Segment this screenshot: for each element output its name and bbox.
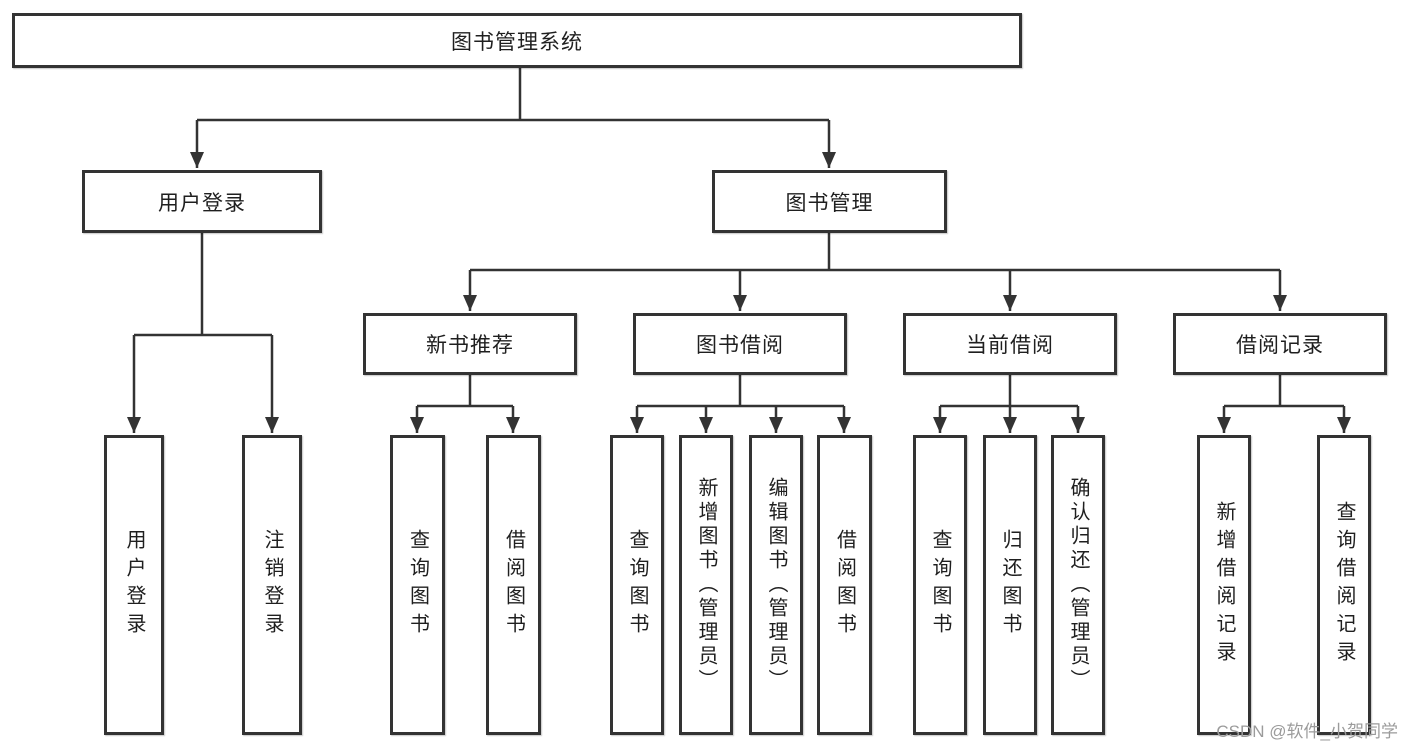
node-root-library-system: 图书管理系统 xyxy=(12,13,1022,68)
node-borrow-record: 借阅记录 xyxy=(1173,313,1387,375)
node-book-management: 图书管理 xyxy=(712,170,947,233)
leaf-add-books-admin: 新增图书（管理员） xyxy=(679,435,733,735)
leaf-borrow-books-recommend: 借阅图书 xyxy=(486,435,541,735)
leaf-user-login: 用户登录 xyxy=(104,435,164,735)
leaf-confirm-return-admin: 确认归还（管理员） xyxy=(1051,435,1105,735)
node-book-borrow: 图书借阅 xyxy=(633,313,847,375)
leaf-return-books: 归还图书 xyxy=(983,435,1037,735)
node-user-login: 用户登录 xyxy=(82,170,322,233)
leaf-query-books-borrow: 查询图书 xyxy=(610,435,664,735)
node-current-borrow: 当前借阅 xyxy=(903,313,1117,375)
leaf-query-books-recommend: 查询图书 xyxy=(390,435,445,735)
node-new-book-recommend: 新书推荐 xyxy=(363,313,577,375)
leaf-logout: 注销登录 xyxy=(242,435,302,735)
leaf-add-borrow-record: 新增借阅记录 xyxy=(1197,435,1251,735)
leaf-edit-books-admin: 编辑图书（管理员） xyxy=(749,435,803,735)
leaf-borrow-books: 借阅图书 xyxy=(817,435,872,735)
leaf-query-books-current: 查询图书 xyxy=(913,435,967,735)
leaf-query-borrow-record: 查询借阅记录 xyxy=(1317,435,1371,735)
csdn-watermark: CSDN @软件_小贺同学 xyxy=(1216,722,1398,741)
